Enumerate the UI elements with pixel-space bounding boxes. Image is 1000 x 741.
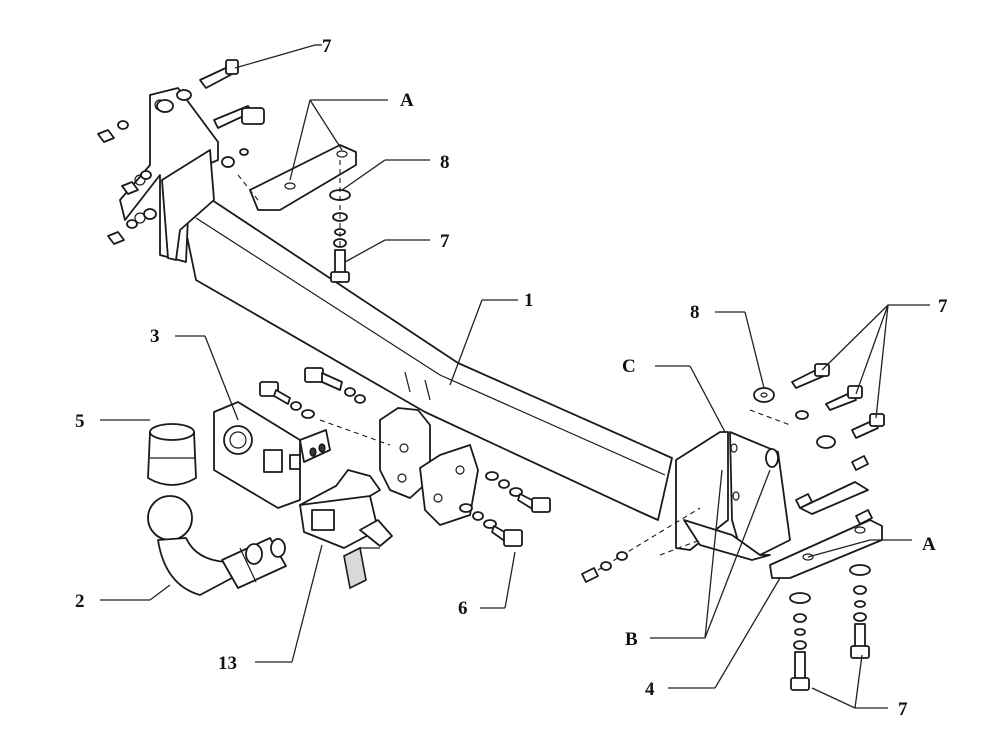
callout-7-right: 7 [938,296,948,317]
tow-ball-cap [147,423,197,486]
callout-8-left: 8 [440,152,450,173]
callout-5: 5 [75,411,85,432]
center-left-bolts [259,367,366,419]
callout-2: 2 [75,591,85,612]
callout-8-right: 8 [690,302,700,323]
callout-a-top: A [400,90,414,111]
center-right-bolts [459,471,551,547]
callout-labels: 7 A 8 7 1 3 5 2 6 13 8 7 C A B 4 7 [75,36,948,720]
tow-ball-neck [147,495,287,596]
callout-7-left-bolt: 7 [440,231,450,252]
socket-plate [213,401,331,509]
leader-lines [100,44,930,709]
callout-7-bottom: 7 [898,699,908,720]
callout-a-right: A [922,534,936,555]
callout-3: 3 [150,326,160,347]
callout-c: C [622,356,636,377]
electrical-socket [299,469,393,590]
callout-13: 13 [218,653,237,674]
right-plate-a [769,481,883,579]
right-side-bracket [597,431,791,571]
callout-1: 1 [524,290,534,311]
callout-6: 6 [458,598,468,619]
callout-b: B [625,629,638,650]
crossbar-tube [181,199,673,521]
left-plate-a [237,144,357,211]
callout-7-top: 7 [322,36,332,57]
callout-4: 4 [645,679,655,700]
